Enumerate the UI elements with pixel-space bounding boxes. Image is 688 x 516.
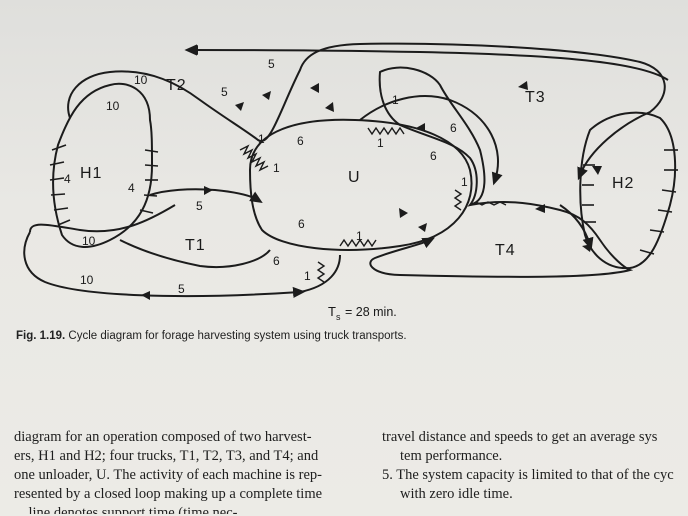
t1-loop xyxy=(149,188,263,203)
num-label: 1 xyxy=(392,93,399,107)
label-h1: H1 xyxy=(80,165,102,182)
cycle-diagram: H1 H2 T2 T3 T1 T4 U 5 10 10 5 4 4 10 10 … xyxy=(23,42,678,322)
unload-zigzags xyxy=(239,126,507,283)
work-ticks xyxy=(49,144,678,255)
unloader-loop xyxy=(248,118,473,251)
num-label: 6 xyxy=(298,217,305,231)
t2-return-line xyxy=(184,44,669,81)
num-label: 6 xyxy=(297,134,304,148)
t1-lower xyxy=(29,204,176,233)
caption-text: Cycle diagram for forage harvesting syst… xyxy=(68,330,407,342)
caption-number: Fig. 1.19. xyxy=(16,330,66,342)
body-text-right: travel distance and speeds to get an ave… xyxy=(382,428,682,504)
label-t3: T3 xyxy=(525,89,546,106)
svg-text:= 28 min.: = 28 min. xyxy=(345,305,397,319)
num-label: 1 xyxy=(273,161,280,175)
svg-text:T: T xyxy=(328,304,336,319)
num-label: 4 xyxy=(128,181,135,195)
label-t1: T1 xyxy=(185,237,206,254)
t1-up xyxy=(119,239,271,268)
arrowheads xyxy=(141,45,602,300)
t1-to-u xyxy=(299,254,341,293)
num-label: 10 xyxy=(80,273,94,287)
figure-caption: Fig. 1.19. Cycle diagram for forage harv… xyxy=(16,330,676,342)
num-label: 1 xyxy=(258,132,265,146)
text-line: diagram for an operation composed of two… xyxy=(14,429,312,445)
svg-text:s: s xyxy=(336,312,341,322)
t3-outer xyxy=(359,95,503,186)
t4-inner xyxy=(559,204,594,251)
text-line: one unloader, U. The activity of each ma… xyxy=(14,467,322,483)
h2-loop xyxy=(579,111,677,270)
label-u: U xyxy=(348,169,361,186)
h1-loop xyxy=(52,82,154,248)
text-line: resented by a closed loop making up a co… xyxy=(14,486,323,502)
text-line: with zero idle time. xyxy=(400,486,513,502)
text-line: tem performance. xyxy=(400,448,503,464)
num-label: 10 xyxy=(134,73,148,87)
label-h2: H2 xyxy=(612,175,634,192)
t3-loop xyxy=(378,66,486,207)
num-label: 4 xyxy=(64,172,71,186)
text-line: ... line denotes support time (time nec- xyxy=(14,505,238,514)
num-label: 10 xyxy=(106,99,120,113)
body-text-left: diagram for an operation composed of two… xyxy=(14,428,364,514)
num-label: 5 xyxy=(178,282,185,296)
cycle-time: T s = 28 min. xyxy=(328,304,397,322)
t1-bottom xyxy=(23,231,306,299)
text-line: ers, H1 and H2; four trucks, T1, T2, T3,… xyxy=(14,448,319,464)
label-t4: T4 xyxy=(495,242,516,259)
num-label: 5 xyxy=(221,85,228,99)
num-label: 5 xyxy=(196,199,203,213)
num-label: 5 xyxy=(268,57,275,71)
num-label: 1 xyxy=(304,269,311,283)
label-t2: T2 xyxy=(166,77,187,94)
t2-loop xyxy=(67,42,666,181)
t4-loop xyxy=(369,201,634,278)
num-label: 6 xyxy=(450,121,457,135)
num-label: 1 xyxy=(356,229,363,243)
num-label: 10 xyxy=(82,234,96,248)
text-line: 5. The system capacity is limited to tha… xyxy=(382,467,674,483)
num-label: 1 xyxy=(461,175,468,189)
num-label: 6 xyxy=(273,254,280,268)
num-label: 1 xyxy=(377,136,384,150)
text-line: travel distance and speeds to get an ave… xyxy=(382,429,658,445)
num-label: 6 xyxy=(430,149,437,163)
